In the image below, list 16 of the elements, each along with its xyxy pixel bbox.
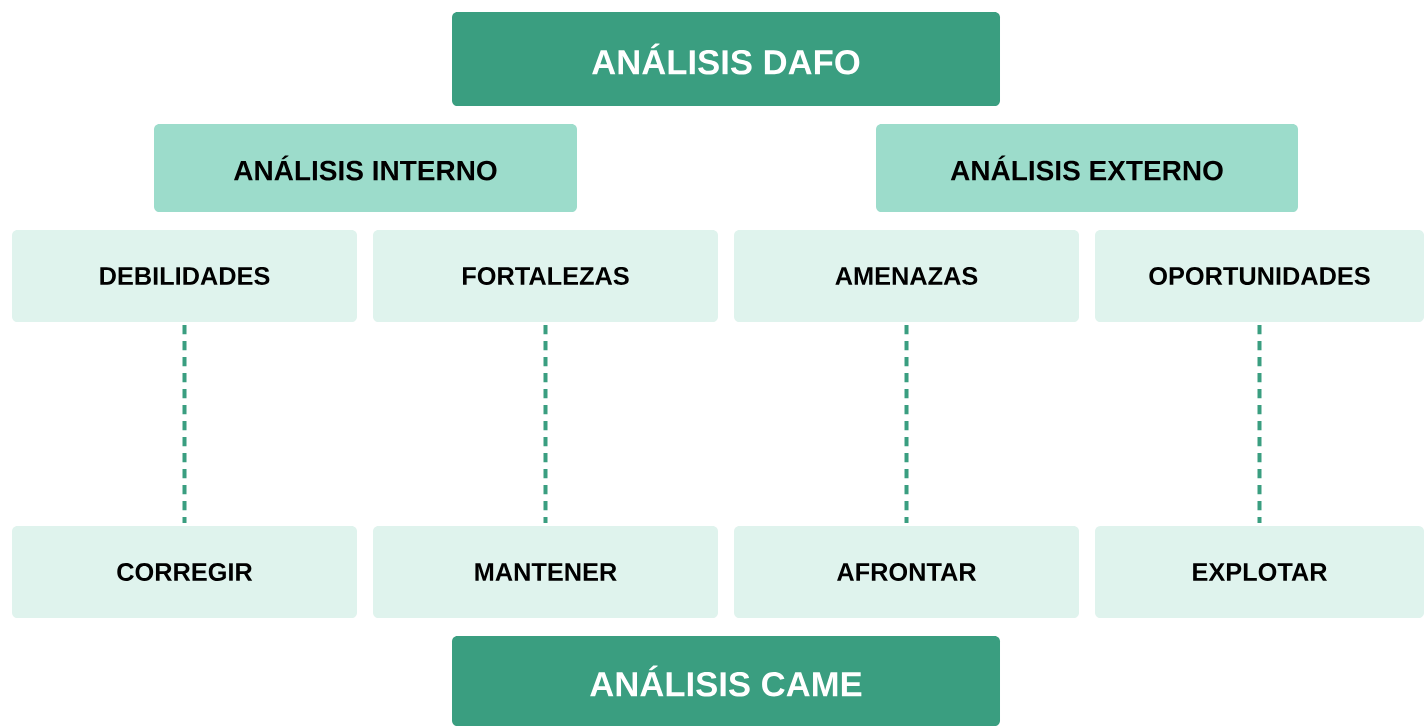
dashed-line bbox=[904, 324, 909, 524]
title-box: ANÁLISIS CAME bbox=[452, 636, 1000, 726]
category-box: ANÁLISIS EXTERNO bbox=[876, 124, 1298, 212]
item-box: AFRONTAR bbox=[734, 526, 1079, 618]
item-box: OPORTUNIDADES bbox=[1095, 230, 1424, 322]
item-box: MANTENER bbox=[373, 526, 718, 618]
dashed-line bbox=[182, 324, 187, 524]
item-box: CORREGIR bbox=[12, 526, 357, 618]
dashed-line bbox=[543, 324, 548, 524]
item-box: AMENAZAS bbox=[734, 230, 1079, 322]
category-box: ANÁLISIS INTERNO bbox=[154, 124, 577, 212]
item-box: EXPLOTAR bbox=[1095, 526, 1424, 618]
item-box: FORTALEZAS bbox=[373, 230, 718, 322]
dashed-line bbox=[1257, 324, 1262, 524]
item-box: DEBILIDADES bbox=[12, 230, 357, 322]
title-box: ANÁLISIS DAFO bbox=[452, 12, 1000, 106]
